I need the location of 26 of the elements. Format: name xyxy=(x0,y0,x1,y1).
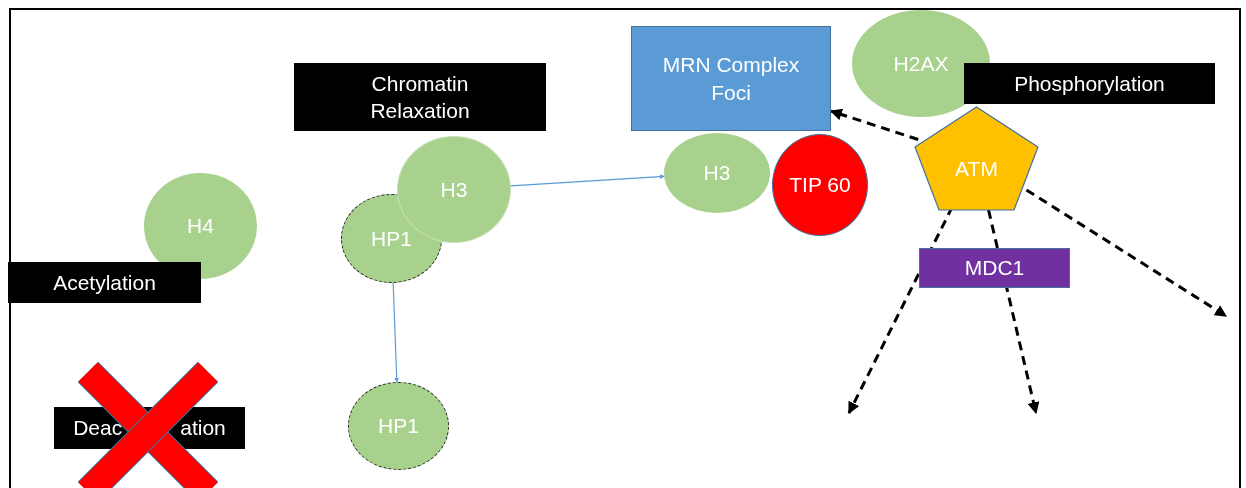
process-label-box xyxy=(294,63,546,131)
arrow xyxy=(829,108,919,141)
node-text: H3 xyxy=(440,176,468,203)
protein-box xyxy=(919,248,1070,288)
arrow xyxy=(510,174,665,187)
arrow xyxy=(1025,188,1227,318)
node-text: H2AX xyxy=(893,50,949,77)
node-text: Phosphorylation xyxy=(1014,70,1165,97)
node-text: H4 xyxy=(187,213,214,240)
node-text: Deac xyxy=(73,415,123,442)
process-label-box xyxy=(8,262,201,303)
node-text: HP1 xyxy=(378,413,419,440)
node-text: ation xyxy=(180,415,226,442)
node-text: Chromatin Relaxation xyxy=(369,70,471,124)
node-text: TIP 60 xyxy=(789,172,851,199)
node-text: H3 xyxy=(703,160,731,187)
kinase-pentagon xyxy=(914,106,1039,211)
process-label-box xyxy=(964,63,1215,104)
node-text: Acetylation xyxy=(53,269,156,296)
node-text: MDC1 xyxy=(964,255,1025,282)
node-text: HP1 xyxy=(371,225,412,252)
complex-box xyxy=(631,26,831,131)
node-text: ATM xyxy=(955,155,998,182)
arrow xyxy=(987,209,1040,415)
arrow xyxy=(392,282,400,383)
node-text: MRN Complex Foci xyxy=(661,52,801,106)
